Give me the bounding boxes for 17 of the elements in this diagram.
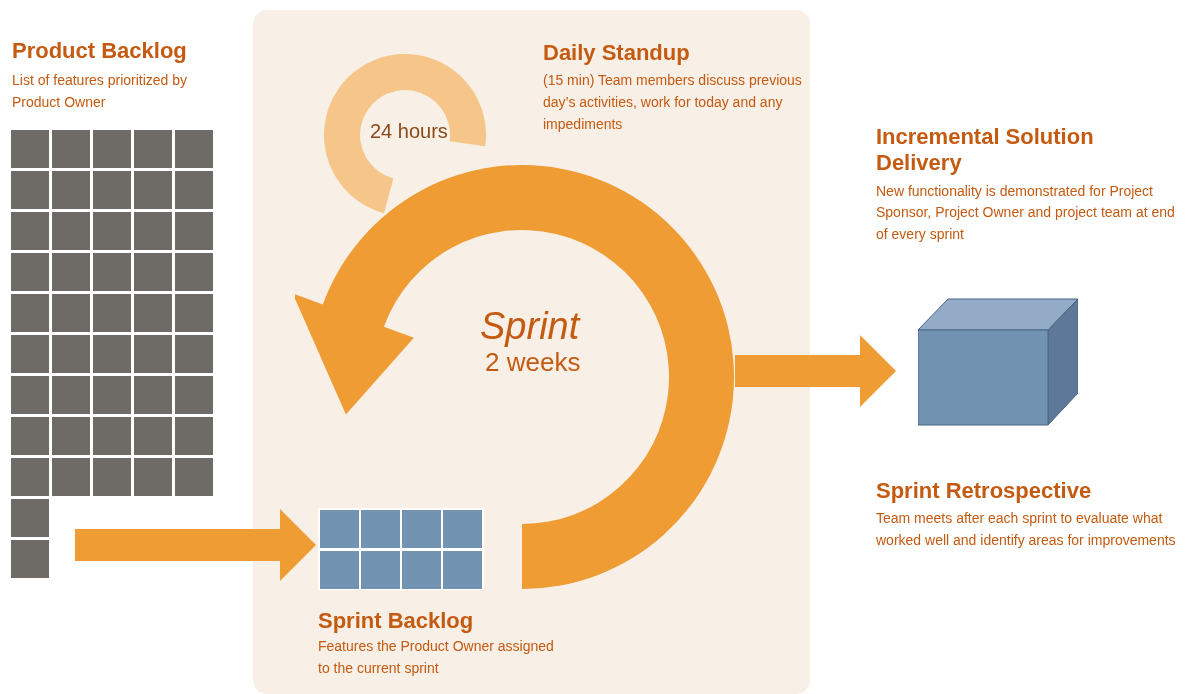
heading: Daily Standup	[543, 40, 691, 67]
cycle-label: 24 hours	[370, 120, 448, 143]
description: Features the Product Owner assigned to the current sprint	[318, 637, 555, 678]
description: List of features prioritized by Product Owner	[12, 71, 189, 112]
sprint-cycle-arrow	[295, 165, 735, 590]
heading: Product Backlog	[12, 38, 187, 65]
description: New functionality is demonstrated for Project Sponsor, Project Owner and project team at end of every sprint	[876, 181, 1176, 245]
heading: Incremental Solution Delivery	[876, 124, 1095, 177]
cube-drawing	[918, 298, 1078, 426]
heading: Sprint Retrospective	[876, 478, 1093, 505]
cycle-title: Sprint	[480, 305, 580, 348]
description: (15 min) Team members discuss previous day’s activities, work for today and any impediments	[543, 71, 803, 134]
block-arrow	[75, 509, 316, 581]
description: Team meets after each sprint to evaluate what worked well and identify areas for improvements	[876, 509, 1177, 551]
cycle-duration: 2 weeks	[485, 347, 581, 378]
block-arrow	[735, 335, 896, 407]
heading: Sprint Backlog	[318, 608, 474, 635]
